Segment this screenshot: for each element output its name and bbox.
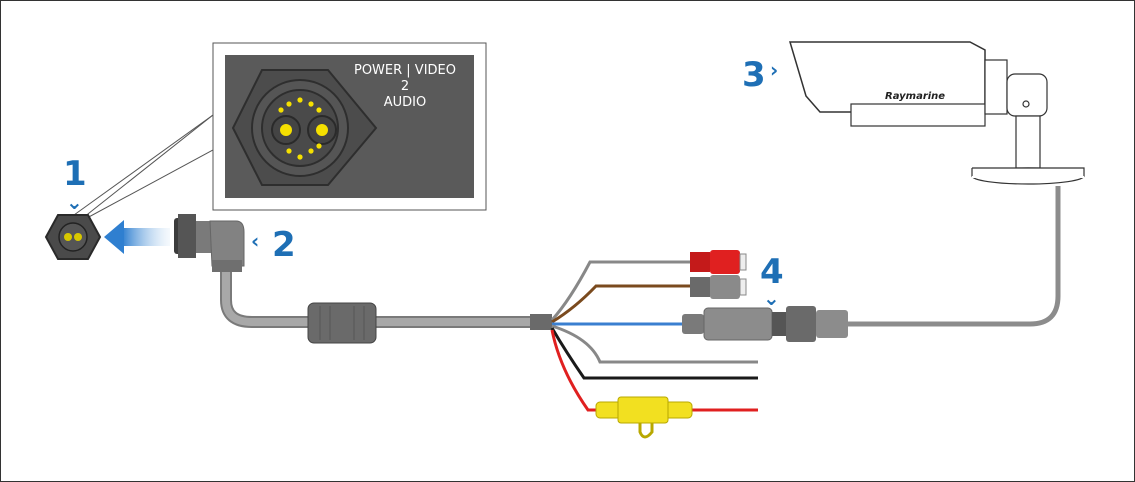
- rca-red-connector: [690, 250, 747, 274]
- camera-cable: [848, 186, 1061, 327]
- inset-line-1: POWER | VIDEO 2: [353, 63, 456, 94]
- inset-pointer: [73, 113, 214, 226]
- connector-pinout-inset: [212, 42, 487, 211]
- callout-number-1: 1: [63, 154, 87, 194]
- breakout-sleeve: [530, 314, 552, 330]
- connection-arrow: [104, 220, 170, 254]
- chevron-left-icon: ‹: [251, 229, 260, 253]
- inset-line-2: AUDIO: [383, 95, 427, 110]
- panel-connector: [44, 214, 102, 260]
- chevron-down-icon: ⌄: [66, 190, 83, 214]
- breakout-wires: [550, 260, 758, 412]
- main-cable: [220, 256, 546, 328]
- callout-number-2: 2: [272, 225, 296, 265]
- pin-dots: [278, 97, 322, 160]
- inline-fuse-holder: [595, 396, 693, 439]
- inline-connector: [682, 306, 848, 342]
- rca-grey-connector: [690, 275, 747, 299]
- chevron-right-icon: ›: [770, 58, 779, 82]
- ferrite-bead: [307, 302, 377, 344]
- callout-number-4: 4: [760, 252, 784, 292]
- inset-pinout-label: POWER | VIDEO 2 AUDIO: [352, 63, 458, 111]
- camera: [788, 41, 1085, 185]
- right-angle-connector: [174, 214, 245, 272]
- callout-number-3: 3: [742, 55, 766, 95]
- chevron-down-icon: ⌄: [763, 286, 780, 310]
- camera-brand-logo: Raymarine: [885, 91, 946, 102]
